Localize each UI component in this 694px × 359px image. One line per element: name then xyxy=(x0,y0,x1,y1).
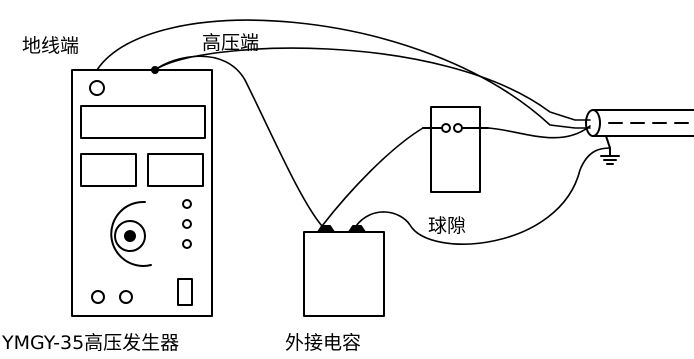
sphere-gap-ball-right xyxy=(453,123,463,133)
hv-wire-to-cable xyxy=(154,47,591,121)
external-capacitor xyxy=(303,225,385,317)
capacitor-ground-wire xyxy=(355,147,611,245)
generator-display-panel xyxy=(80,105,206,139)
cable-end-face xyxy=(585,109,601,137)
ground-wire xyxy=(96,19,591,129)
generator-switch xyxy=(177,278,193,306)
wires xyxy=(96,19,611,245)
capacitor-terminal-right xyxy=(348,225,366,233)
ground-symbol xyxy=(600,147,620,165)
sphere-gap-ball-left xyxy=(441,123,451,133)
sphere-gap xyxy=(422,106,489,193)
sphere-gap-housing xyxy=(430,106,481,193)
gap-to-cable-wire xyxy=(487,125,591,139)
ground-terminal-label: 地线端 xyxy=(22,35,79,57)
capacitor-body xyxy=(303,231,385,317)
hv-output-wire xyxy=(154,55,323,227)
indicator-light-1 xyxy=(182,199,192,209)
generator-right-meter xyxy=(147,153,204,187)
control-dial-arc xyxy=(110,200,152,267)
generator-housing xyxy=(71,69,213,317)
indicator-light-2 xyxy=(182,219,192,229)
generator-button-left xyxy=(91,290,105,304)
capacitor-terminal-left xyxy=(317,225,335,233)
indicator-light-3 xyxy=(182,239,192,249)
cable-under-test xyxy=(585,109,694,149)
control-dial-center xyxy=(124,230,136,242)
ground-terminal-knob xyxy=(89,80,105,96)
control-dial-knob xyxy=(114,220,146,252)
generator-label: YMGY-35高压发生器 xyxy=(1,332,179,354)
hv-terminal-label: 高压端 xyxy=(202,32,259,54)
cable-sheath-lead xyxy=(605,135,611,149)
spark-gap-label: 球隙 xyxy=(428,215,466,237)
capacitor-label: 外接电容 xyxy=(285,332,361,354)
hv-generator xyxy=(71,66,213,317)
capacitor-to-gap-wire xyxy=(321,127,424,227)
generator-left-meter xyxy=(80,153,137,187)
generator-button-right xyxy=(119,290,133,304)
